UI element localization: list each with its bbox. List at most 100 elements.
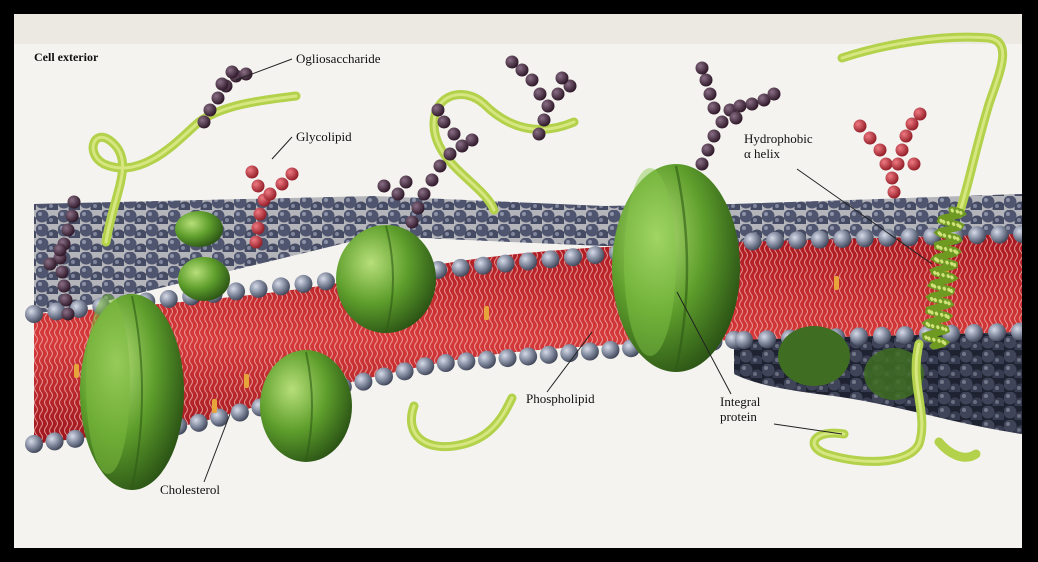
sugar-bead [542,100,555,113]
sugar-bead [44,258,57,271]
sugar-bead [704,88,717,101]
phospholipid-head [788,231,806,249]
membrane-illustration [14,14,1022,548]
phospholipid-head [758,330,776,348]
sugar-bead [768,88,781,101]
label-glycolipid: Glycolipid [296,129,352,144]
integral-protein-left [80,294,184,490]
sugar-bead [526,74,539,87]
phospholipid-head [375,368,393,386]
phospholipid-head [499,349,517,367]
sugar-bead [444,148,457,161]
sugar-bead [448,128,461,141]
phospholipid-head [564,248,582,266]
phospholipid-head [896,326,914,344]
sugar-bead [506,56,519,69]
sugar-bead [730,112,743,125]
peripheral-protein [178,257,230,301]
sugar-bead [198,116,211,129]
sugar-bead [62,308,75,321]
sugar-bead [538,114,551,127]
phospholipid-head [850,328,868,346]
phospholipid-head [396,362,414,380]
sugar-bead [56,266,69,279]
phospholipid-head [452,259,470,277]
label-phospholipid: Phospholipid [526,391,595,406]
phospholipid-head [250,280,268,298]
sugar-bead [204,104,217,117]
phospholipid-head [991,226,1009,244]
phospholipid-head [25,435,43,453]
sugar-bead [556,72,569,85]
phospholipid-head [873,327,891,345]
integral-protein-right [778,326,850,386]
sugar-bead [240,68,253,81]
sugar-bead [418,188,431,201]
sugar-bead [734,100,747,113]
phospholipid-head [541,250,559,268]
phospholipid-head [231,404,249,422]
label-oligosaccharide: Ogliosaccharide [296,51,380,66]
phospholipid-head [878,229,896,247]
phospholipid-head [968,226,986,244]
phospholipid-head [601,341,619,359]
figure-panel: Cell exterior Ogliosaccharide Glycolipid… [14,14,1022,548]
sugar-bead [66,210,79,223]
sugar-bead [552,88,565,101]
glycolipid-sugar-bead [886,172,899,185]
glycolipid-sugar-bead [914,108,927,121]
glycolipid-sugar-bead [286,168,299,181]
integral-protein-large [612,164,740,372]
sugar-bead [60,294,73,307]
phospholipid-head [25,305,43,323]
glycolipid-sugar-bead [908,158,921,171]
sugar-bead [702,144,715,157]
phospholipid-head [988,323,1006,341]
sugar-bead [466,134,479,147]
phospholipid-head [497,255,515,273]
phospholipid-head [354,373,372,391]
glycolipid-sugar-bead [896,144,909,157]
phospholipid-head [416,357,434,375]
sugar-bead [58,280,71,293]
glycolipid-sugar-bead [854,120,867,133]
sugar-bead [533,128,546,141]
sugar-bead [432,104,445,117]
sugar-bead [226,66,239,79]
glycolipid-sugar-bead [880,158,893,171]
integral-protein-middle-upper [336,225,436,333]
phospholipid-head [744,232,762,250]
phospholipid-head [581,343,599,361]
sugar-bead [212,92,225,105]
phospholipid-head [66,430,84,448]
sugar-bead [378,180,391,193]
sugar-bead [434,160,447,173]
phospholipid-head [519,347,537,365]
glycolipid-sugar-bead [276,178,289,191]
sugar-bead [54,244,67,257]
sugar-bead [68,196,81,209]
phospholipid-head [437,354,455,372]
sugar-bead [716,116,729,129]
phospholipid-head [519,252,537,270]
phospholipid-head [540,346,558,364]
sugar-bead [216,78,229,91]
phospholipid-head [474,257,492,275]
phospholipid-head [965,324,983,342]
phospholipid-head [294,275,312,293]
glycolipid-sugar-bead [252,180,265,193]
phospholipid-head [735,331,753,349]
phospholipid-head [457,352,475,370]
phospholipid-head [227,282,245,300]
phospholipid-head [586,246,604,264]
glycolipid-sugar-bead [250,236,263,249]
phospholipid-head [766,232,784,250]
phospholipid-head [46,432,64,450]
glycolipid-sugar-bead [864,132,877,145]
sugar-bead [746,98,759,111]
phospholipid-head [317,272,335,290]
label-cholesterol: Cholesterol [160,482,220,497]
sugar-bead [426,174,439,187]
background-page-text-band [14,14,1022,44]
